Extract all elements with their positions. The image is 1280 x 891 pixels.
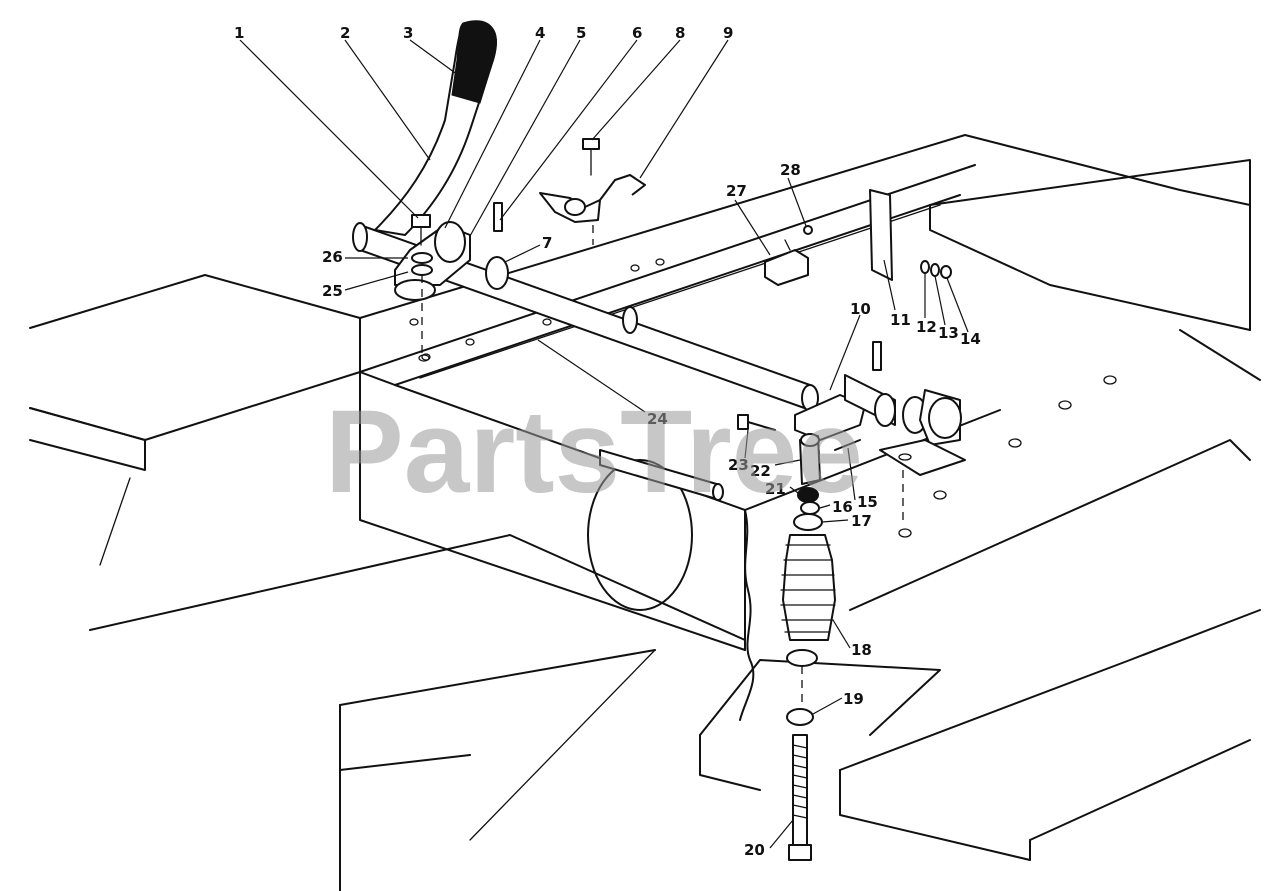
callout-24: 24 <box>647 410 668 428</box>
callout-15: 15 <box>857 493 878 511</box>
interlock-switch <box>764 225 813 286</box>
lever-handle <box>374 20 497 236</box>
callout-23: 23 <box>728 456 749 474</box>
callout-17: 17 <box>851 512 872 530</box>
mounting-plate <box>869 189 893 281</box>
hex-bolt <box>411 214 431 246</box>
callout-9: 9 <box>723 24 733 42</box>
callout-6: 6 <box>632 24 642 42</box>
callout-19: 19 <box>843 690 864 708</box>
carriage-bolt <box>788 734 812 861</box>
callout-16: 16 <box>832 498 853 516</box>
callout-22: 22 <box>750 462 771 480</box>
callout-7: 7 <box>542 234 552 252</box>
leader-lines <box>239 39 969 849</box>
frame-holes <box>409 258 1117 538</box>
callout-25: 25 <box>322 282 343 300</box>
clevis-assembly <box>737 414 861 485</box>
callout-13: 13 <box>938 324 959 342</box>
switch-bracket <box>539 138 646 245</box>
shaft-collar <box>485 256 509 290</box>
callout-8: 8 <box>675 24 685 42</box>
chassis-frame <box>29 134 1261 891</box>
washer-26 <box>411 252 433 264</box>
callout-12: 12 <box>916 318 937 336</box>
callout-1: 1 <box>234 24 244 42</box>
callout-18: 18 <box>851 641 872 659</box>
callout-11: 11 <box>890 311 911 329</box>
watermark: PartsTree <box>325 386 863 518</box>
callout-labels: 1 2 3 4 5 6 8 9 7 26 25 27 28 10 11 12 1… <box>234 24 981 859</box>
callout-2: 2 <box>340 24 350 42</box>
callout-4: 4 <box>535 24 545 42</box>
right-bearing-block <box>794 341 966 520</box>
compression-spring <box>780 534 836 705</box>
washer-25 <box>411 264 433 276</box>
callout-21: 21 <box>765 480 786 498</box>
callout-14: 14 <box>960 330 981 348</box>
washer-19 <box>786 708 814 726</box>
callout-20: 20 <box>744 841 765 859</box>
callout-27: 27 <box>726 182 747 200</box>
callout-26-left: 26 <box>322 248 343 266</box>
callout-3: 3 <box>403 24 413 42</box>
callout-10: 10 <box>850 300 871 318</box>
callout-5: 5 <box>576 24 586 42</box>
roll-pin-6 <box>493 202 503 232</box>
callout-28: 28 <box>780 161 801 179</box>
